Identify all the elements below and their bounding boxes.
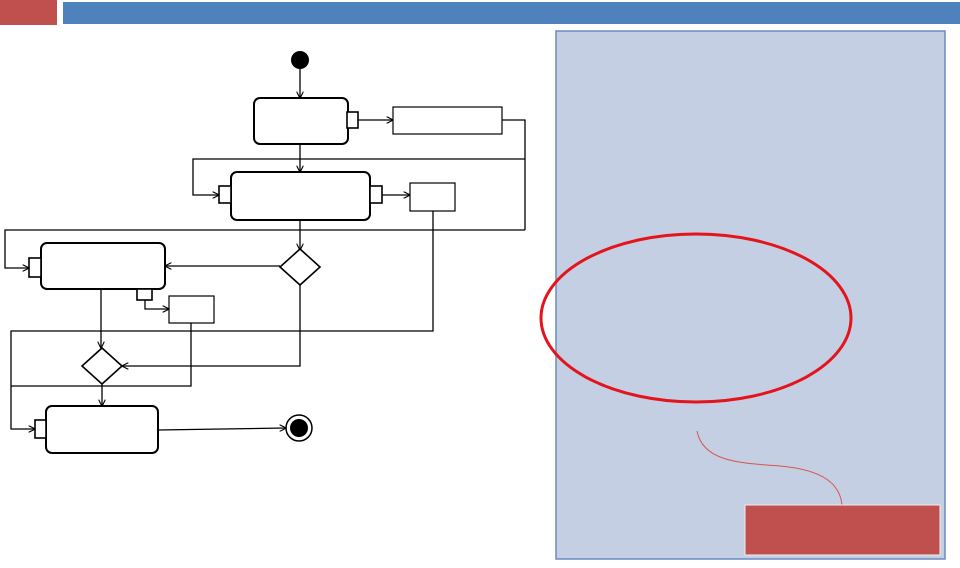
object-node-3 xyxy=(168,295,215,324)
final-node xyxy=(285,414,313,442)
final-node-core xyxy=(290,419,308,437)
action-1 xyxy=(253,97,349,145)
decision-node-2 xyxy=(80,346,124,386)
object-node-1 xyxy=(392,106,503,135)
action-2-input-pin xyxy=(218,185,232,204)
action-5 xyxy=(45,405,159,454)
flow-decision-1-to-decision-2 xyxy=(122,285,301,366)
flow-object-1-to-action-3 xyxy=(4,229,525,268)
flow-action-3-to-object-3 xyxy=(144,300,169,309)
action-5-input-pin xyxy=(34,419,47,439)
decision-node-1 xyxy=(278,247,322,287)
header-title-bar xyxy=(63,2,960,24)
action-3-input-pin xyxy=(28,257,42,278)
callout-box xyxy=(744,504,941,556)
highlight-panel xyxy=(555,30,946,560)
initial-node xyxy=(291,51,309,69)
flow-object-1-to-action-2 xyxy=(192,158,525,195)
flow-action-5-to-final xyxy=(157,428,286,430)
header-accent-block xyxy=(0,0,57,25)
highlight-ellipse xyxy=(539,232,853,404)
flow-object-3-to-merge xyxy=(11,323,192,387)
action-2 xyxy=(230,171,371,221)
action-1-output-pin xyxy=(346,111,359,129)
callout-connector xyxy=(696,430,843,506)
flow-object-1-route xyxy=(502,119,526,230)
flow-object-2-to-action-5 xyxy=(10,211,434,429)
activity-diagram xyxy=(4,51,526,454)
action-3 xyxy=(40,242,166,290)
action-3-output-pin xyxy=(136,288,153,301)
object-node-2 xyxy=(409,182,456,212)
action-2-output-pin xyxy=(369,185,383,204)
